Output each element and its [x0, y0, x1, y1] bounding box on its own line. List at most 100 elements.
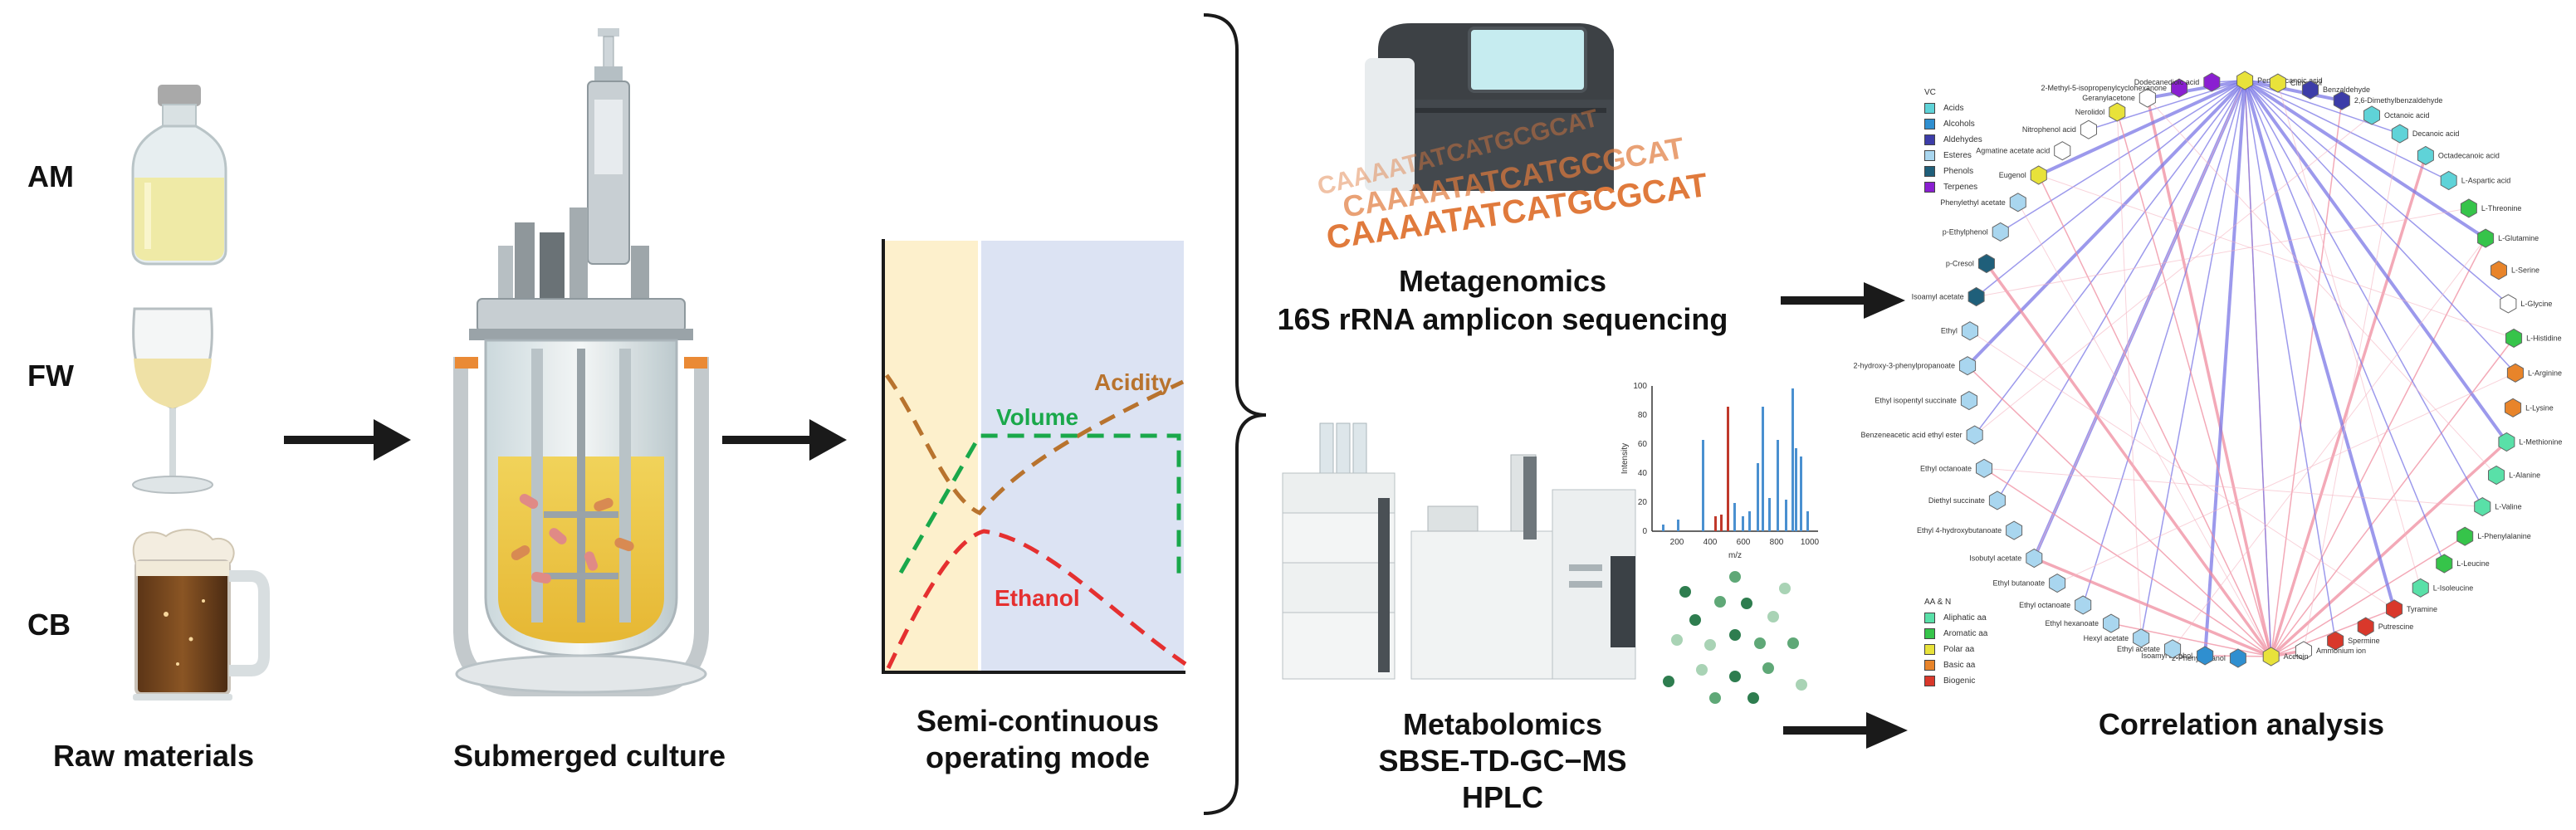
submerged-culture-title: Submerged culture [452, 739, 726, 773]
network-node-label: Ethyl octanoate [1920, 464, 1972, 472]
spectrum-ytick: 60 [1638, 440, 1648, 449]
molecule-dot [1679, 586, 1691, 598]
network-node-label: p-Ethylphenol [1943, 227, 1988, 236]
network-edge [2082, 80, 2246, 606]
network-node [2236, 71, 2254, 90]
network-edge [2038, 174, 2515, 339]
spectrum-xlabel: m/z [1728, 551, 1742, 560]
molecule-dot [1704, 639, 1716, 651]
molecule-dot [1729, 571, 1741, 583]
hplc-instrument-icon [1282, 422, 1396, 680]
arrow-raw-to-culture [284, 419, 411, 461]
network-node [1967, 286, 1985, 307]
legend-aa-label: Biogenic [1943, 676, 1976, 686]
network-node-label: Ethyl 4-hydroxybutanoate [1917, 526, 2002, 535]
spectrum-peak [1806, 511, 1809, 531]
network-node [2412, 578, 2429, 598]
volume-curve [898, 433, 1181, 581]
legend-aa-item: Polar aa [1924, 642, 1987, 657]
network-node-label: Nerolidol [2075, 108, 2105, 116]
molecule-dot [1754, 637, 1766, 649]
network-edge [2270, 237, 2486, 657]
spectrum-ytick: 100 [1633, 382, 1647, 391]
legend-aa-label: Basic aa [1943, 661, 1976, 670]
network-node-label: Octanoic acid [2384, 111, 2430, 120]
network-node [2301, 80, 2319, 100]
legend-aa-label: Polar aa [1943, 645, 1975, 654]
network-node [2109, 102, 2126, 122]
molecule-dot [1779, 583, 1791, 594]
label-cb: CB [27, 608, 71, 642]
arrow-to-correlation-top [1781, 282, 1905, 319]
spectrum-peak [1720, 515, 1723, 531]
spectrum-peak [1785, 500, 1787, 531]
network-edge [1974, 80, 2246, 436]
volume-label: Volume [996, 404, 1078, 430]
network-node-label: Decanoic acid [2412, 129, 2460, 138]
sequencer-icon [1365, 23, 1614, 191]
network-node-label: L-Isoleucine [2433, 583, 2474, 592]
spectrum-xtick: 400 [1703, 538, 1718, 547]
network-node [2262, 647, 2280, 666]
network-node-label: L-Histidine [2526, 334, 2562, 342]
network-edge [1974, 115, 2373, 436]
network-node [1988, 491, 2006, 510]
network-node-label: Putrescine [2378, 622, 2414, 631]
spectrum-peak [1777, 440, 1779, 531]
network-node-label: Phenylethyl acetate [1940, 198, 2006, 207]
network-node-label: Ethyl butanoate [1993, 579, 2046, 588]
network-node-label: L-Threonine [2481, 204, 2522, 212]
network-node [2505, 328, 2523, 348]
legend-vc-label: Terpenes [1943, 183, 1978, 192]
network-node [2477, 228, 2495, 248]
network-node-label: Ammonium ion [2316, 647, 2366, 655]
network-node-label: Diethyl succinate [1928, 496, 1985, 505]
network-node [2006, 520, 2023, 540]
network-node-label: Dodecanedioic acid [2134, 78, 2200, 86]
metabolomics-title: Metabolomics [1402, 707, 1603, 741]
network-node-label: L-Serine [2511, 266, 2539, 275]
network-node-label: Ethyl [1941, 327, 1958, 335]
network-node-label: L-Arginine [2528, 369, 2562, 377]
spectrum-peak [1662, 525, 1664, 531]
network-node [2327, 631, 2344, 651]
molecule-cluster-icon [1663, 571, 1807, 704]
network-node-label: L-Lysine [2525, 403, 2554, 412]
legend-aa-label: Aliphatic aa [1943, 613, 1987, 622]
network-edge [2116, 111, 2272, 657]
network-node [2030, 165, 2047, 185]
molecule-dot [1729, 671, 1741, 682]
network-node-label: 2,6-Dimethylbenzaldehyde [2354, 96, 2443, 105]
molecule-dot [1729, 629, 1741, 641]
network-node [2049, 574, 2066, 593]
network-edge [2270, 535, 2466, 657]
network-edge [1983, 467, 2272, 657]
network-node [2080, 120, 2097, 139]
spectrum-peak [1702, 440, 1704, 531]
network-node [2506, 363, 2524, 383]
legend-aa-item: Biogenic [1924, 673, 1987, 689]
network-node-label: Geranylacetone [2082, 94, 2135, 102]
spectrum-peak [1714, 516, 1717, 531]
legend-vc-label: Acids [1943, 104, 1964, 113]
network-edge [2116, 111, 2142, 638]
raw-materials-title: Raw materials [52, 739, 255, 773]
network-edge [1967, 365, 2272, 657]
network-node-label: Acetoin [2284, 652, 2309, 661]
network-node [2009, 193, 2026, 212]
network-node-label: Benzeneacetic acid ethyl ester [1861, 431, 1963, 439]
network-edge [1969, 330, 2395, 610]
legend-aa-title: AA & N [1924, 598, 1952, 607]
network-node [2269, 73, 2286, 93]
network-edge [2017, 202, 2272, 657]
network-node-label: 2-Methyl-5-isopropenylcyclohexanone [2041, 84, 2167, 92]
molecule-dot [1796, 679, 1807, 691]
legend-aa-item: Aliphatic aa [1924, 610, 1987, 626]
network-edge [2203, 80, 2247, 657]
molecule-dot [1689, 614, 1701, 626]
network-node [1961, 321, 1978, 341]
network-node-label: L-Valine [2495, 503, 2521, 511]
spectrum-ylabel: Intensity [1620, 443, 1630, 474]
spectrum-peak [1742, 516, 1744, 531]
operating-title-line2: operating mode [925, 740, 1151, 774]
